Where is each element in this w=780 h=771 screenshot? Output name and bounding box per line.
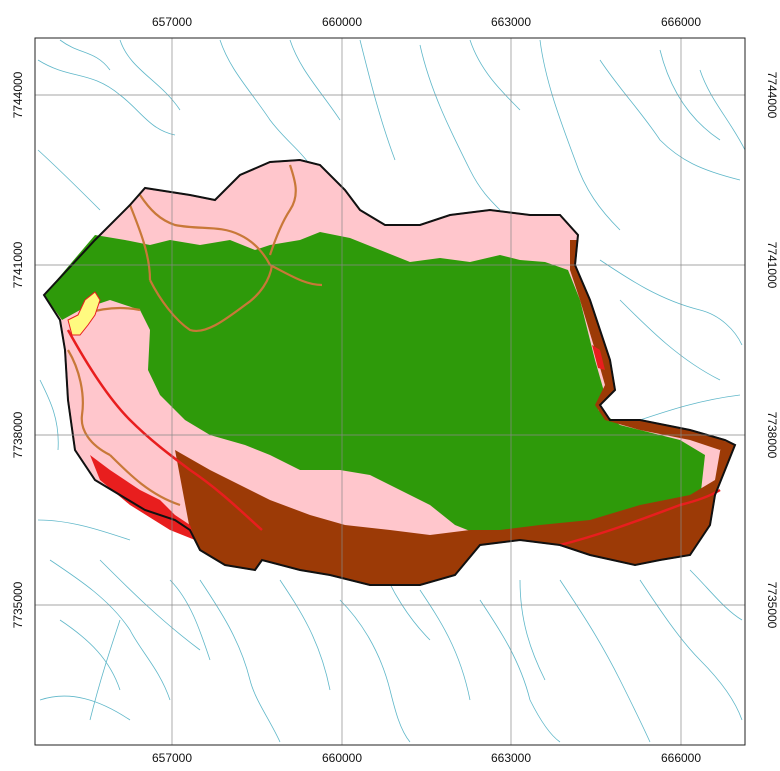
coordinate-grid xyxy=(35,38,745,745)
northing-tick-right-4: 7735000 xyxy=(765,582,779,629)
easting-tick-top-4: 666000 xyxy=(661,15,701,29)
urban-area xyxy=(67,291,101,336)
easting-tick-top-2: 660000 xyxy=(322,15,362,29)
road-fragment-e xyxy=(592,345,605,370)
northing-tick-right-2: 7741000 xyxy=(765,242,779,289)
northing-tick-left-2: 7741000 xyxy=(11,241,25,288)
trails xyxy=(67,164,323,507)
exposed-soil-area xyxy=(175,440,735,585)
drainage-network xyxy=(37,39,746,743)
northing-tick-right-1: 7744000 xyxy=(765,72,779,119)
northing-tick-left-3: 7738000 xyxy=(11,411,25,458)
northing-tick-right-3: 7738000 xyxy=(765,412,779,459)
northing-tick-left-1: 7744000 xyxy=(11,71,25,118)
exposed-soil-east xyxy=(570,240,725,450)
easting-tick-bottom-2: 660000 xyxy=(322,751,362,765)
native-vegetation-area xyxy=(44,232,705,535)
easting-tick-top-3: 663000 xyxy=(491,15,531,29)
easting-tick-bottom-1: 657000 xyxy=(152,751,192,765)
roads xyxy=(66,329,721,547)
easting-tick-top-1: 657000 xyxy=(152,15,192,29)
northing-tick-left-4: 7735000 xyxy=(11,581,25,628)
easting-tick-bottom-4: 666000 xyxy=(661,751,701,765)
study-area-outline xyxy=(42,158,737,586)
map-frame xyxy=(34,37,746,746)
easting-tick-bottom-3: 663000 xyxy=(491,751,531,765)
